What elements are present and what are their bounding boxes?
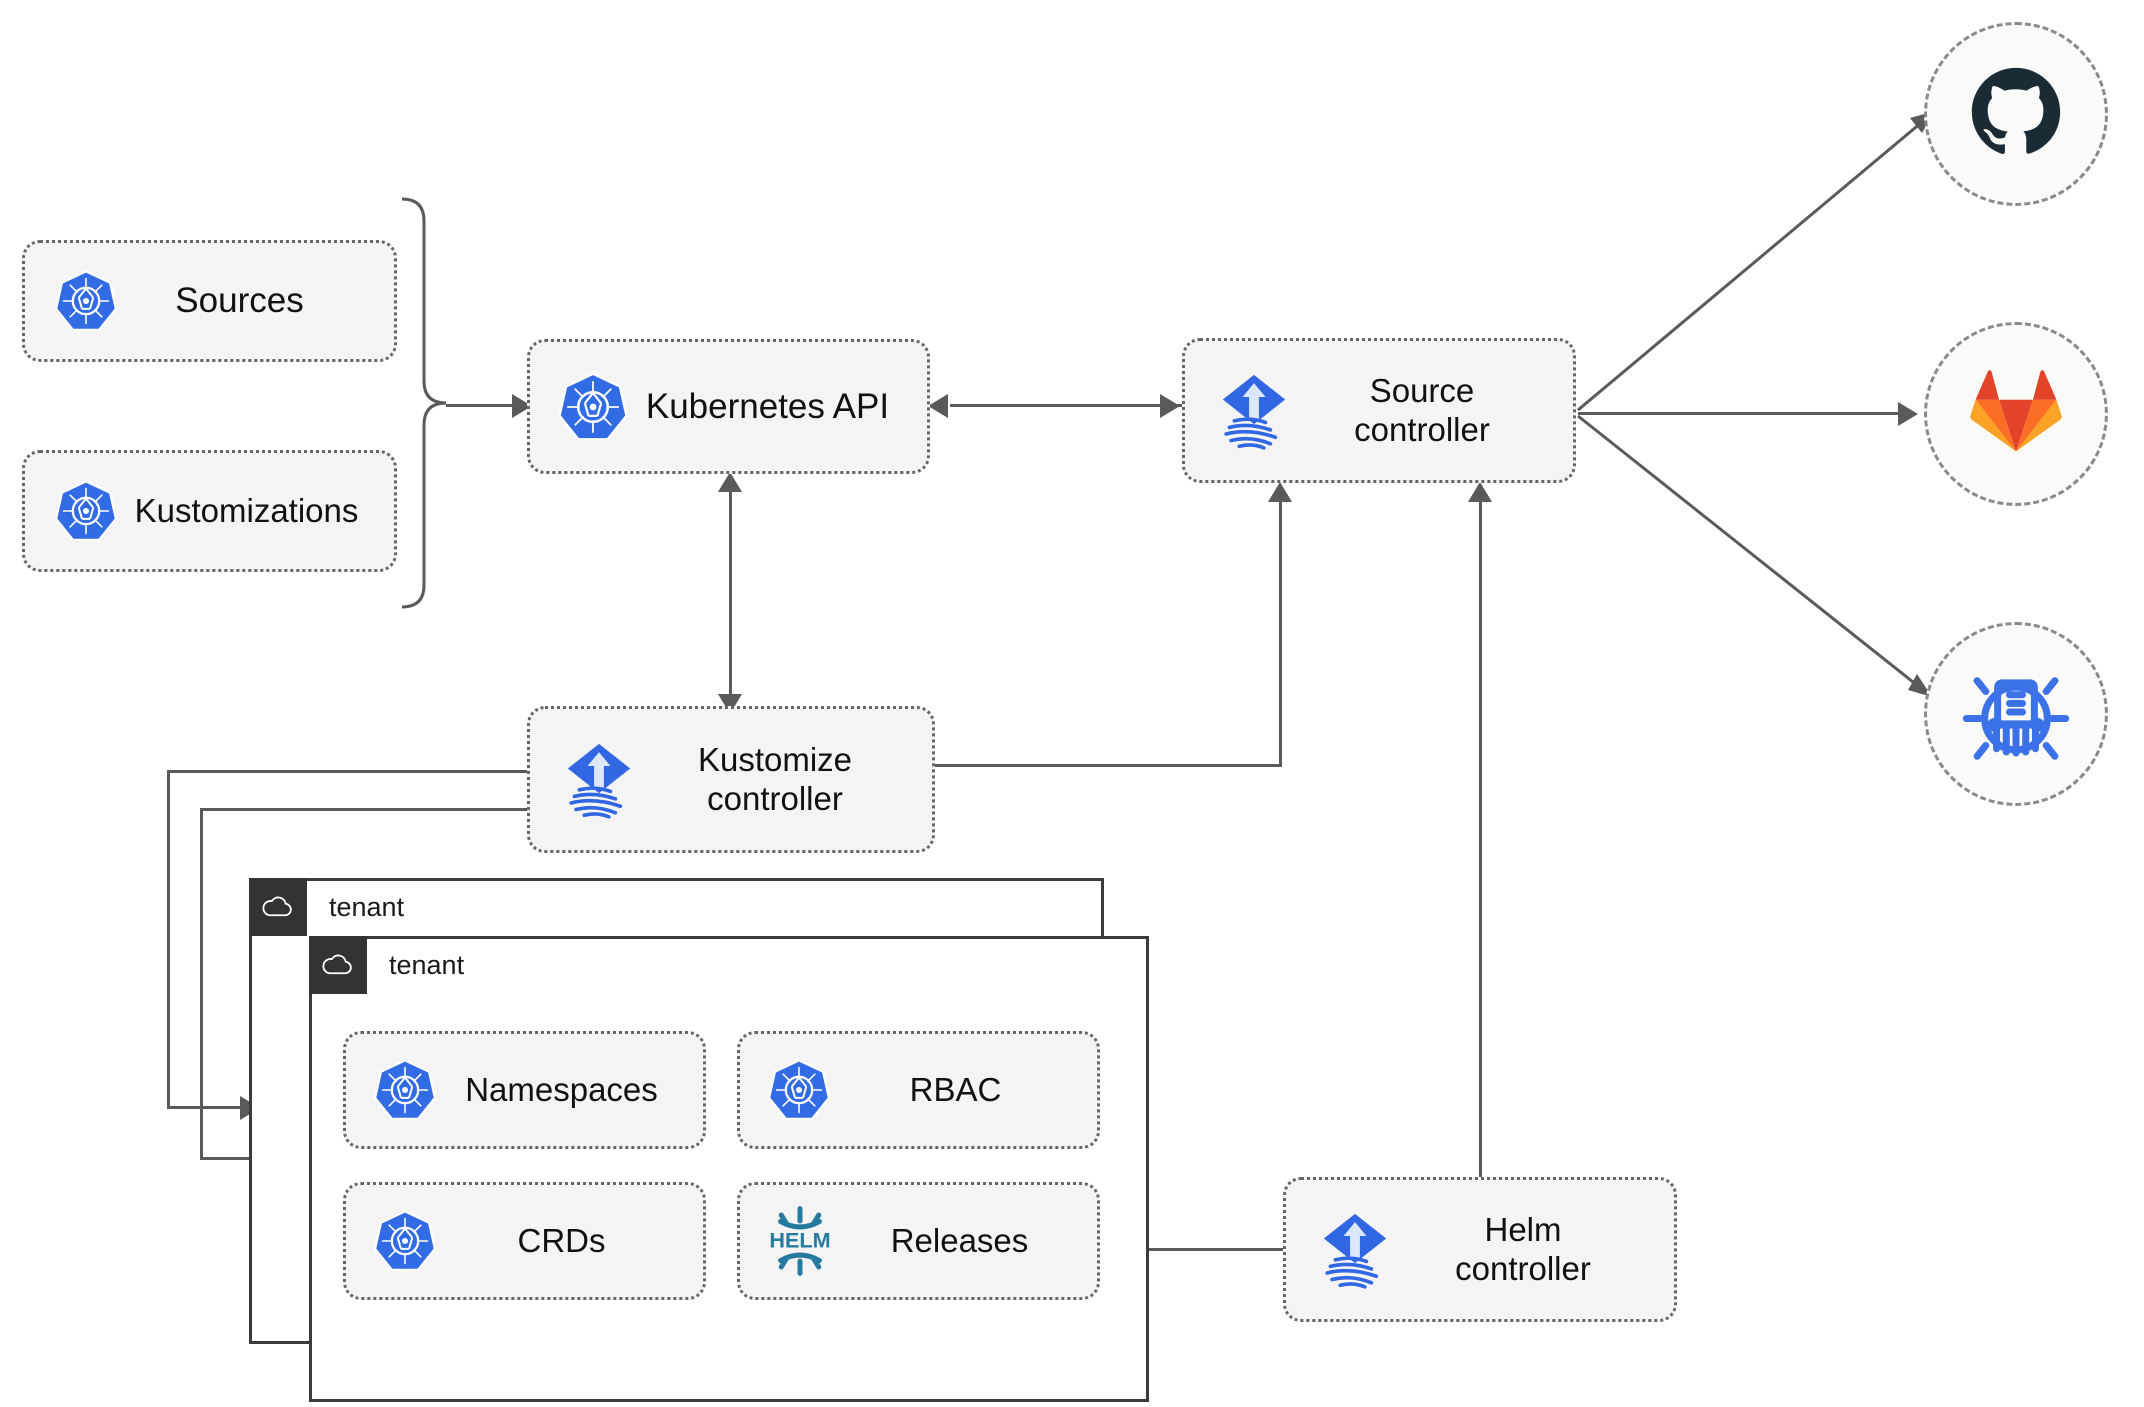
node-label: Releases [890,1221,1029,1259]
source-to-helm-repository-arrow [1577,414,1932,697]
kubernetes-icon [53,478,119,544]
node-label-line2: controller [707,779,843,817]
node-label: Helm controller [1396,1211,1674,1289]
node-label-line1: Kustomize [697,740,853,778]
kustomize-to-tenant-back-v [167,770,170,1109]
kustomize-to-tenant-front-v [200,808,203,1160]
node-rbac[interactable]: RBAC [737,1031,1100,1149]
kubernetes-icon [372,1208,438,1274]
resource-bracket [401,197,447,609]
helm-icon [764,1205,836,1277]
node-kustomize-controller[interactable]: Kustomize controller [527,706,935,853]
tenant-window-front[interactable]: tenant [309,936,1149,1402]
node-helm-controller[interactable]: Helm controller [1283,1177,1677,1322]
kustomize-to-source-arrowhead [1268,482,1292,502]
node-label-line2: controller [1354,410,1490,448]
flux-icon [558,739,640,821]
kustomize-to-tenant-front-h1 [200,808,529,811]
node-kustomizations[interactable]: Kustomizations [22,450,397,572]
helm-to-source-line [1479,498,1482,1180]
api-source-arrowhead-right [1160,394,1180,418]
node-label: Sources [175,281,304,321]
node-label: CRDs [517,1221,606,1259]
helm-to-releases-line [1120,1248,1284,1251]
kubernetes-icon [766,1057,832,1123]
cloud-icon [249,878,307,936]
helm-to-source-arrowhead [1468,482,1492,502]
node-releases[interactable]: Releases [737,1182,1100,1300]
tenant-title: tenant [389,949,465,980]
flux-icon [1213,370,1295,452]
kustomize-to-source-h [935,764,1282,767]
provider-gitlab[interactable] [1924,322,2108,506]
tenant-titlebar: tenant [249,878,404,936]
node-label: Kubernetes API [645,386,890,426]
api-kustomize-line [729,486,732,700]
provider-github[interactable] [1924,22,2108,206]
tenant-titlebar: tenant [309,936,464,994]
kubernetes-icon [556,370,630,444]
node-label: Kustomize controller [640,741,932,819]
kubernetes-icon [372,1057,438,1123]
node-namespaces[interactable]: Namespaces [343,1031,706,1149]
api-source-line [950,404,1182,407]
tenant-title: tenant [329,891,405,922]
flux-icon [1314,1209,1396,1291]
api-kustomize-arrowhead-up [718,472,742,492]
bracket-to-api-line [446,404,522,407]
node-label-line1: Helm [1484,1210,1562,1248]
kustomize-to-tenant-back-h1 [167,770,529,773]
provider-helm-repository[interactable] [1924,622,2108,806]
api-source-arrowhead-left [928,394,948,418]
node-label-line2: controller [1455,1249,1591,1287]
kustomize-to-tenant-back-h2 [167,1106,250,1109]
node-kubernetes-api[interactable]: Kubernetes API [527,339,930,474]
node-crds[interactable]: CRDs [343,1182,706,1300]
node-label: RBAC [909,1070,1002,1108]
cloud-icon [309,936,367,994]
gitlab-icon [1969,365,2063,464]
node-sources[interactable]: Sources [22,240,397,362]
helm-repository-icon [1962,658,2070,771]
kustomize-to-source-v [1279,498,1282,766]
node-label-line1: Source [1369,371,1475,409]
github-icon [1968,64,2064,165]
node-label: Namespaces [465,1070,658,1108]
node-label: Kustomizations [134,491,359,529]
source-to-gitlab-line [1578,412,1904,415]
source-to-github-arrow [1577,111,1935,412]
node-source-controller[interactable]: Source controller [1182,338,1576,483]
node-label: Source controller [1295,372,1573,450]
kubernetes-icon [53,268,119,334]
source-to-gitlab-arrowhead [1898,402,1918,426]
